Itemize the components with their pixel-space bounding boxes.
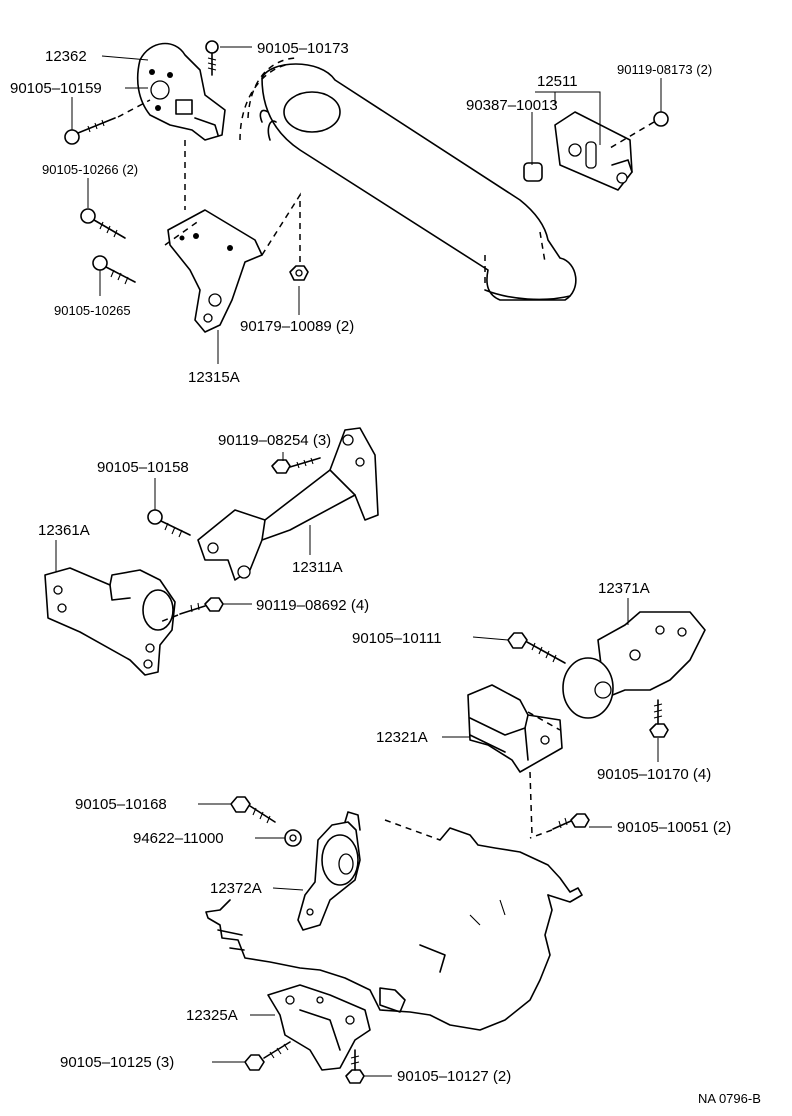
label-90119-08254: 90119–08254 (3): [218, 432, 331, 449]
label-12321A: 12321A: [376, 729, 428, 746]
bolt-90105-10127: [345, 1049, 365, 1084]
label-94622-11000: 94622–11000: [133, 830, 224, 847]
leader-lines: [55, 46, 662, 1077]
plate-12511: [554, 111, 633, 191]
bolt-90105-10111: [507, 632, 566, 664]
callout-labels: 12362 90105–10173 90105–10159 12511 9011…: [10, 40, 761, 1106]
frame-crossmember: [239, 57, 577, 301]
bolt-90105-10168: [230, 796, 276, 824]
label-12362: 12362: [45, 48, 87, 65]
bolt-90105-10173: [205, 40, 219, 76]
bolt-90105-10159: [64, 117, 116, 145]
label-90105-10111: 90105–10111: [352, 630, 442, 647]
bolt-90105-10170: [649, 699, 669, 738]
mount-12361A: [44, 567, 176, 676]
mount-12372A: [297, 811, 361, 931]
label-90105-10173: 90105–10173: [257, 40, 349, 57]
label-90119-08692: 90119–08692 (4): [256, 597, 369, 614]
label-12361A: 12361A: [38, 522, 90, 539]
label-90105-10127: 90105–10127 (2): [397, 1068, 511, 1085]
bolt-90105-10265: [92, 255, 136, 285]
nut-94622-11000: [284, 829, 302, 847]
bolt-90119-08254: [271, 457, 321, 474]
bolt-90105-10158: [147, 509, 191, 538]
label-90105-10158: 90105–10158: [97, 459, 189, 476]
bracket-12315A: [164, 192, 301, 333]
bolt-90105-10125: [244, 1041, 291, 1071]
label-90105-10168: 90105–10168: [75, 796, 167, 813]
bolt-90105-10266: [80, 208, 126, 239]
bracket-12325A: [267, 984, 371, 1071]
label-12511: 12511: [537, 73, 578, 90]
engine-transaxle-outline: [205, 819, 583, 1031]
collar-90387-10013: [523, 162, 543, 182]
label-90105-10051: 90105–10051 (2): [617, 819, 731, 836]
mount-12371A: [562, 611, 706, 719]
label-90105-10266: 90105-10266 (2): [42, 162, 138, 177]
label-90105-10159: 90105–10159: [10, 80, 102, 97]
label-12325A: 12325A: [186, 1007, 238, 1024]
label-90105-10125: 90105–10125 (3): [60, 1054, 174, 1071]
bolt-90105-10051: [529, 813, 590, 839]
bracket-12321A: [467, 684, 563, 836]
label-90105-10170: 90105–10170 (4): [597, 766, 711, 783]
member-12311A: [197, 427, 379, 581]
label-12315A: 12315A: [188, 369, 240, 386]
label-12371A: 12371A: [598, 580, 650, 597]
label-90105-10265: 90105-10265: [54, 303, 131, 318]
label-90387-10013: 90387–10013: [466, 97, 558, 114]
nut-90179-10089: [289, 265, 309, 281]
label-90119-08173: 90119-08173 (2): [617, 62, 712, 77]
figure-code: NA 0796-B: [698, 1091, 761, 1106]
label-12311A: 12311A: [292, 559, 343, 576]
label-90179-10089: 90179–10089 (2): [240, 318, 354, 335]
label-12372A: 12372A: [210, 880, 262, 897]
